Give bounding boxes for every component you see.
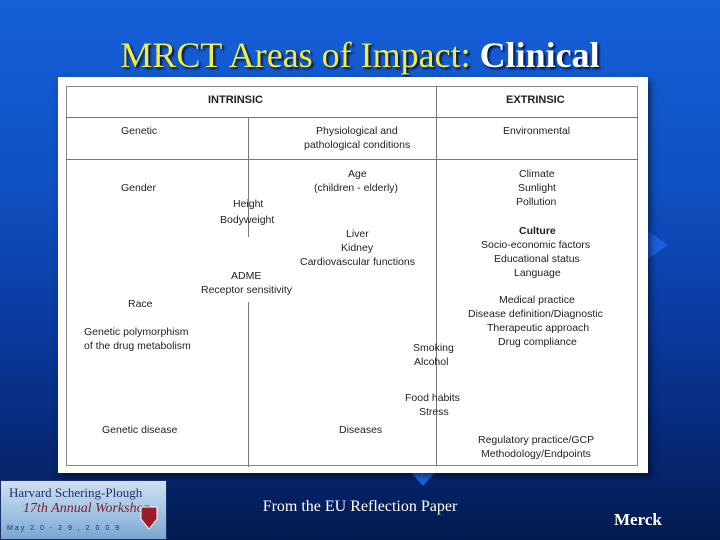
intrinsic-inner-divider-top (248, 117, 249, 237)
cell-race: Race (128, 298, 153, 310)
cell-genetic: Genetic (121, 125, 158, 137)
intrinsic-extrinsic-divider (436, 86, 437, 466)
cell-language: Language (514, 267, 561, 279)
cell-educational: Educational status (494, 253, 580, 265)
intrinsic-inner-divider-bottom (248, 302, 249, 467)
cell-environmental: Environmental (503, 125, 571, 137)
cell-physiological-2: pathological conditions (304, 139, 411, 151)
cell-alcohol: Alcohol (414, 356, 449, 368)
cell-genetic-polymorphism-2: of the drug metabolism (84, 340, 191, 352)
cell-food-habits: Food habits (405, 392, 460, 404)
cell-adme: ADME (231, 270, 262, 282)
workshop-logo: Harvard Schering-Plough 17th Annual Work… (0, 480, 167, 540)
impact-table-panel: INTRINSIC EXTRINSIC Genetic Physiologica… (58, 77, 648, 473)
logo-line-3: May 2 0 - 2 9 , 2 0 0 9 (7, 525, 122, 532)
logo-line-1: Harvard Schering-Plough (9, 485, 143, 500)
cell-gender: Gender (121, 182, 157, 194)
cell-age-1: Age (348, 168, 367, 180)
title-main: MRCT Areas of Impact: (120, 35, 480, 75)
cell-disease-definition: Disease definition/Diagnostic (468, 308, 603, 320)
source-caption: From the EU Reflection Paper (262, 498, 458, 515)
cell-age-2: (children - elderly) (314, 182, 399, 194)
header-divider (66, 117, 638, 118)
cell-sunlight: Sunlight (518, 182, 556, 194)
cell-drug-compliance: Drug compliance (498, 336, 577, 348)
cell-pollution: Pollution (516, 196, 557, 208)
cell-therapeutic: Therapeutic approach (487, 322, 590, 334)
impact-table-frame (66, 86, 638, 466)
slide-title: MRCT Areas of Impact: Clinical (0, 34, 720, 76)
cell-cardiovascular: Cardiovascular functions (300, 256, 415, 268)
cell-culture: Culture (519, 225, 556, 237)
cell-climate: Climate (519, 168, 555, 180)
harvard-shield-icon (140, 506, 158, 530)
header-intrinsic: INTRINSIC (208, 94, 263, 106)
cell-genetic-polymorphism-1: Genetic polymorphism (84, 326, 189, 338)
cell-receptor: Receptor sensitivity (201, 284, 293, 296)
cell-bodyweight: Bodyweight (220, 214, 275, 226)
cell-genetic-disease: Genetic disease (102, 424, 178, 436)
title-accent: Clinical (479, 35, 600, 75)
cell-kidney: Kidney (341, 242, 374, 254)
cell-height: Height (233, 198, 264, 210)
cell-methodology: Methodology/Endpoints (481, 448, 591, 460)
cell-smoking: Smoking (413, 342, 454, 354)
genetic-row-divider (66, 159, 638, 160)
cell-medical-practice: Medical practice (499, 294, 575, 306)
cell-physiological-1: Physiological and (316, 125, 398, 137)
logo-line-2: 17th Annual Workshop (23, 501, 151, 516)
cell-socio-economic: Socio-economic factors (481, 239, 591, 251)
cell-stress: Stress (419, 406, 449, 418)
header-extrinsic: EXTRINSIC (506, 94, 565, 106)
cell-regulatory: Regulatory practice/GCP (478, 434, 595, 446)
cell-diseases: Diseases (339, 424, 383, 436)
footer-brand: Merck (614, 510, 662, 529)
cell-liver: Liver (346, 228, 369, 240)
